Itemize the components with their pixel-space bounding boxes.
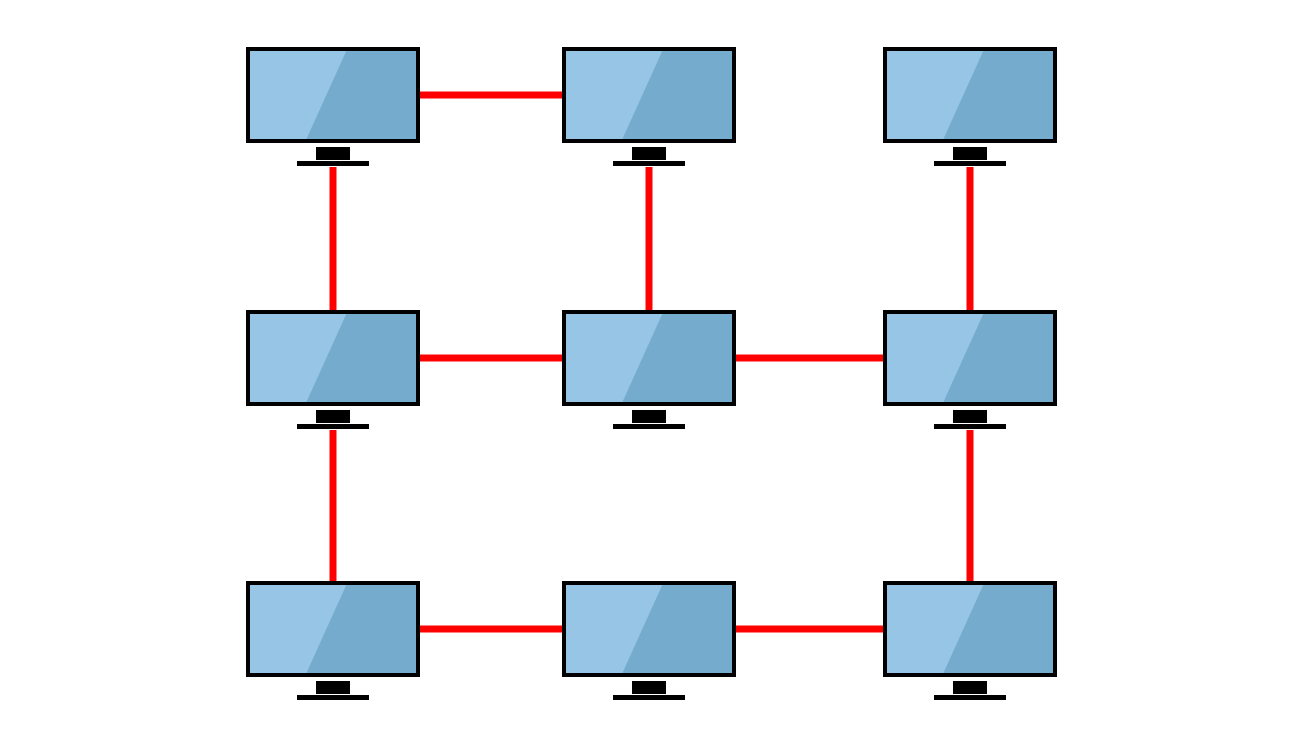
monitor-stand-neck bbox=[316, 410, 350, 423]
monitor-screen-highlight bbox=[250, 51, 347, 139]
monitor-stand-base bbox=[934, 424, 1006, 429]
monitor-screen-highlight bbox=[887, 585, 984, 673]
computer-monitor-icon bbox=[562, 47, 736, 166]
monitor-stand-neck bbox=[953, 147, 987, 160]
monitor-stand-base bbox=[613, 161, 685, 166]
links-layer bbox=[329, 91, 974, 633]
monitor-screen-highlight bbox=[566, 51, 663, 139]
monitor-stand-base bbox=[297, 695, 369, 700]
monitor-stand-neck bbox=[953, 681, 987, 694]
monitor-stand-base bbox=[613, 424, 685, 429]
monitor-stand-base bbox=[297, 161, 369, 166]
monitor-screen-highlight bbox=[566, 585, 663, 673]
nodes-layer bbox=[246, 47, 1057, 700]
monitor-screen-highlight bbox=[250, 314, 347, 402]
monitor-stand-base bbox=[613, 695, 685, 700]
monitor-stand-base bbox=[934, 161, 1006, 166]
monitor-stand-neck bbox=[632, 147, 666, 160]
monitor-stand-neck bbox=[953, 410, 987, 423]
computer-monitor-icon bbox=[562, 581, 736, 700]
computer-monitor-icon bbox=[246, 581, 420, 700]
computer-monitor-icon bbox=[246, 47, 420, 166]
computer-monitor-icon bbox=[883, 310, 1057, 429]
monitor-stand-base bbox=[297, 424, 369, 429]
monitor-stand-neck bbox=[316, 147, 350, 160]
monitor-stand-neck bbox=[632, 681, 666, 694]
monitor-screen-highlight bbox=[250, 585, 347, 673]
monitor-screen-highlight bbox=[887, 314, 984, 402]
computer-monitor-icon bbox=[883, 47, 1057, 166]
computer-monitor-icon bbox=[883, 581, 1057, 700]
monitor-stand-neck bbox=[316, 681, 350, 694]
monitor-screen-highlight bbox=[887, 51, 984, 139]
computer-monitor-icon bbox=[246, 310, 420, 429]
monitor-screen-highlight bbox=[566, 314, 663, 402]
monitor-stand-base bbox=[934, 695, 1006, 700]
monitor-stand-neck bbox=[632, 410, 666, 423]
computer-monitor-icon bbox=[562, 310, 736, 429]
